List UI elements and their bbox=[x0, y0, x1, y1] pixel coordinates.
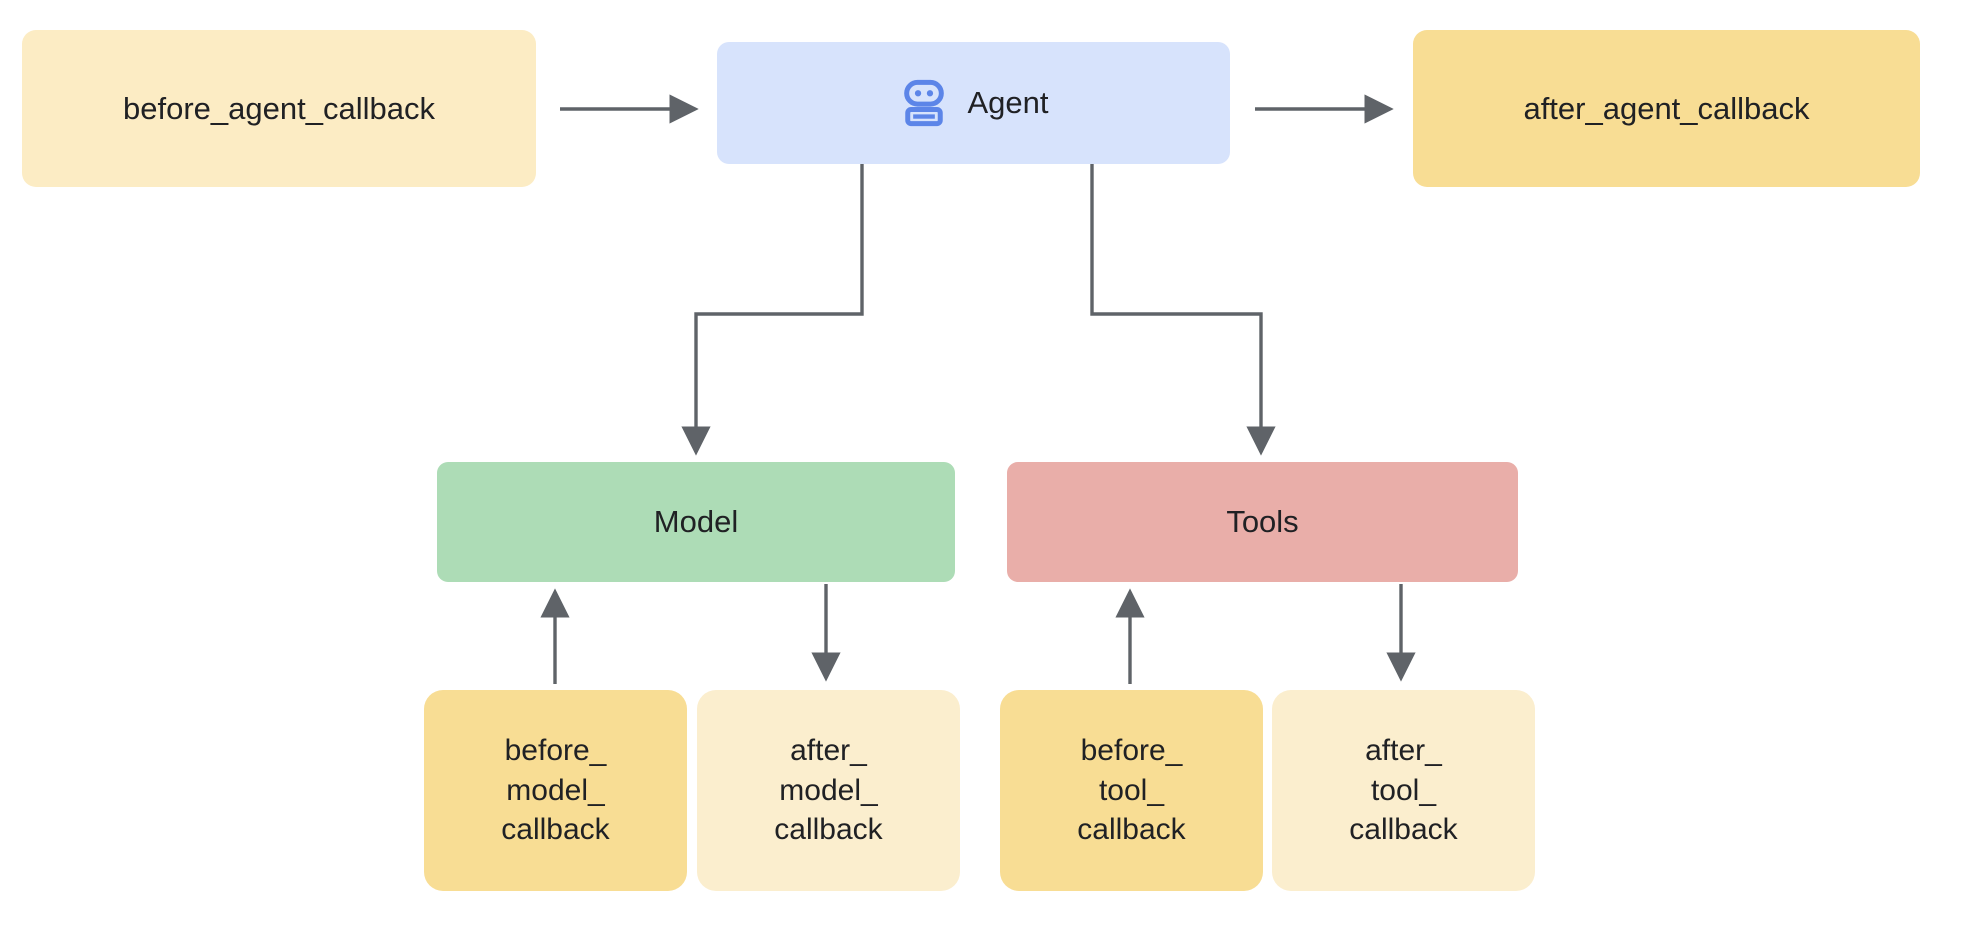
node-before-model-callback[interactable]: before_ model_ callback bbox=[424, 690, 687, 891]
node-after-model-callback[interactable]: after_ model_ callback bbox=[697, 690, 960, 891]
node-model[interactable]: Model bbox=[437, 462, 955, 582]
node-after-model-callback-label: after_ model_ callback bbox=[774, 731, 882, 851]
node-before-tool-callback-label: before_ tool_ callback bbox=[1077, 731, 1185, 851]
label-line-3: callback bbox=[1349, 813, 1458, 847]
node-tools-label: Tools bbox=[1226, 504, 1299, 540]
node-model-label: Model bbox=[653, 504, 739, 540]
agent-content: Agent bbox=[898, 77, 1049, 129]
node-after-tool-callback-label: after_ tool_ callback bbox=[1349, 731, 1457, 851]
label-line-3: callback bbox=[1077, 813, 1186, 847]
node-after-agent-callback-label: after_agent_callback bbox=[1523, 90, 1810, 126]
label-line-1: before_ bbox=[504, 733, 607, 767]
label-line-1: before_ bbox=[1080, 733, 1183, 767]
label-line-2: model_ bbox=[779, 773, 878, 807]
node-tools[interactable]: Tools bbox=[1007, 462, 1518, 582]
node-before-model-callback-label: before_ model_ callback bbox=[501, 731, 609, 851]
robot-icon bbox=[904, 79, 945, 127]
label-line-2: tool_ bbox=[1370, 773, 1437, 807]
node-before-agent-callback[interactable]: before_agent_callback bbox=[22, 30, 536, 187]
label-line-3: callback bbox=[501, 813, 610, 847]
node-after-agent-callback[interactable]: after_agent_callback bbox=[1413, 30, 1920, 187]
label-line-2: tool_ bbox=[1098, 773, 1165, 807]
label-line-2: model_ bbox=[506, 773, 605, 807]
edge-agent-to-model bbox=[681, 164, 864, 456]
node-before-agent-callback-label: before_agent_callback bbox=[123, 90, 435, 126]
label-line-1: after_ bbox=[790, 733, 867, 767]
node-after-tool-callback[interactable]: after_ tool_ callback bbox=[1272, 690, 1535, 891]
node-agent[interactable]: Agent bbox=[717, 42, 1230, 164]
label-line-1: after_ bbox=[1365, 733, 1442, 767]
node-before-tool-callback[interactable]: before_ tool_ callback bbox=[1000, 690, 1263, 891]
node-agent-label: Agent bbox=[967, 85, 1049, 121]
edge-agent-to-tools bbox=[1090, 164, 1276, 456]
label-line-3: callback bbox=[774, 813, 883, 847]
